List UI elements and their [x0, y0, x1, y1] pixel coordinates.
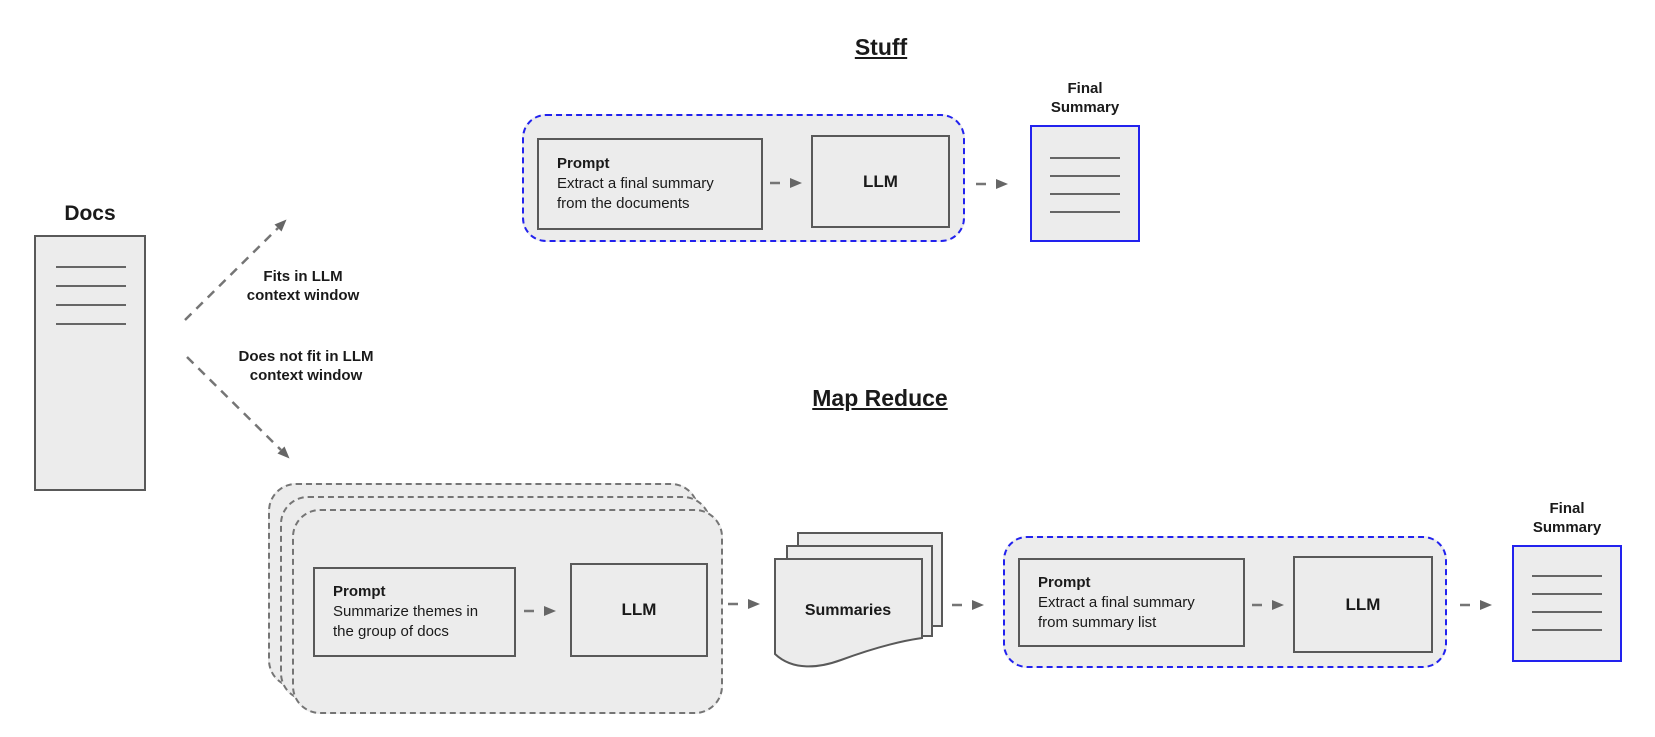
- summaries-label: Summaries: [804, 602, 892, 619]
- doc-text-line: [56, 266, 126, 268]
- mapreduce-final-summary-doc-icon: [1512, 545, 1622, 662]
- does-not-fit-branch-label: Does not fit in LLM context window: [238, 348, 374, 384]
- reduce-prompt-box: Prompt Extract a final summary from summ…: [1018, 558, 1245, 647]
- doc-text-lines: [1050, 157, 1120, 229]
- docs-document-icon: [34, 235, 146, 491]
- doc-text-line: [56, 323, 126, 325]
- doc-text-line: [1532, 611, 1602, 613]
- map-prompt-box: Prompt Summarize themes in the group of …: [313, 567, 516, 657]
- stuff-prompt-box: Prompt Extract a final summary from the …: [537, 138, 763, 230]
- doc-text-line: [1050, 211, 1120, 213]
- stuff-prompt-body: Extract a final summary from the documen…: [557, 175, 714, 212]
- stuff-prompt-title: Prompt: [557, 155, 610, 172]
- reduce-prompt-body: Extract a final summary from summary lis…: [1038, 593, 1195, 631]
- doc-text-line: [1050, 157, 1120, 159]
- doc-text-line: [1532, 593, 1602, 595]
- stuff-final-summary-doc-icon: [1030, 125, 1140, 242]
- stuff-llm-box: LLM: [811, 135, 950, 228]
- doc-text-lines: [1532, 575, 1602, 647]
- reduce-prompt-title: Prompt: [1038, 573, 1091, 591]
- stuff-title: Stuff: [854, 34, 908, 60]
- doc-text-line: [1050, 175, 1120, 177]
- stuff-final-summary-label: Final Summary: [1050, 80, 1120, 116]
- doc-text-line: [1532, 575, 1602, 577]
- doc-text-line: [56, 285, 126, 287]
- reduce-llm-box: LLM: [1293, 556, 1433, 653]
- map-llm-box: LLM: [570, 563, 708, 657]
- doc-text-line: [1532, 629, 1602, 631]
- doc-text-lines: [56, 266, 126, 342]
- doc-text-line: [1050, 193, 1120, 195]
- docs-label: Docs: [64, 202, 116, 225]
- doc-text-line: [56, 304, 126, 306]
- map-prompt-title: Prompt: [333, 583, 386, 600]
- fits-branch-label: Fits in LLM context window: [246, 268, 360, 304]
- summaries-page-front-icon: [774, 558, 923, 668]
- map-reduce-title: Map Reduce: [812, 385, 948, 411]
- mapreduce-final-summary-label: Final Summary: [1532, 500, 1602, 536]
- map-prompt-body: Summarize themes in the group of docs: [333, 603, 479, 640]
